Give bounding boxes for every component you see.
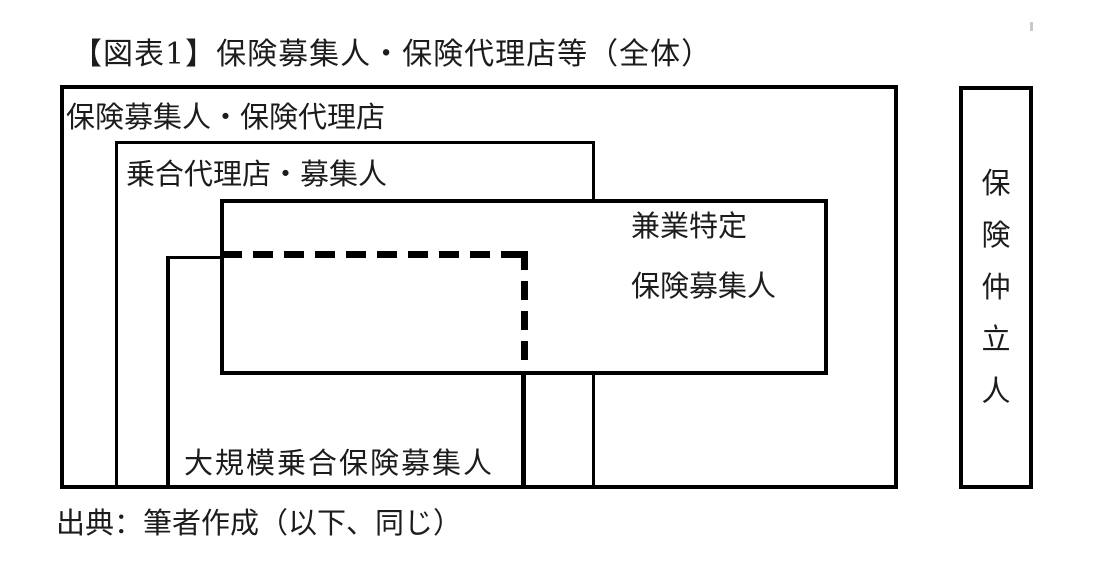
large-scale-box-right-edge <box>521 372 526 489</box>
scan-artifact-mark <box>1030 22 1033 31</box>
part-time-specified-label-line2: 保険募集人 <box>631 269 777 303</box>
multi-agency-box-label: 乗合代理店・募集人 <box>126 157 388 191</box>
part-time-specified-box-label: 兼業特定 保険募集人 <box>631 196 776 316</box>
source-caption: 出典：筆者作成（以下、同じ） <box>56 506 463 540</box>
broker-char-1: 保 <box>981 166 1011 200</box>
broker-char-5: 人 <box>981 374 1011 408</box>
broker-char-4: 立 <box>981 322 1011 356</box>
figure-title: 【図表1】保険募集人・保険代理店等（全体） <box>72 37 713 72</box>
large-scale-box-left-edge <box>166 256 170 489</box>
large-scale-box-label: 大規模乗合保険募集人 <box>184 446 495 480</box>
part-time-specified-label-line1: 兼業特定 <box>631 209 748 243</box>
large-scale-box-top-edge <box>166 256 224 259</box>
broker-box: 保 険 仲 立 人 <box>959 86 1033 489</box>
outer-box-label: 保険募集人・保険代理店 <box>66 100 386 134</box>
large-scale-box-dashed-right <box>521 251 528 375</box>
large-scale-box-dashed-top <box>222 251 532 258</box>
broker-char-3: 仲 <box>981 270 1011 304</box>
broker-box-label: 保 険 仲 立 人 <box>981 169 1010 406</box>
broker-char-2: 険 <box>981 218 1011 252</box>
